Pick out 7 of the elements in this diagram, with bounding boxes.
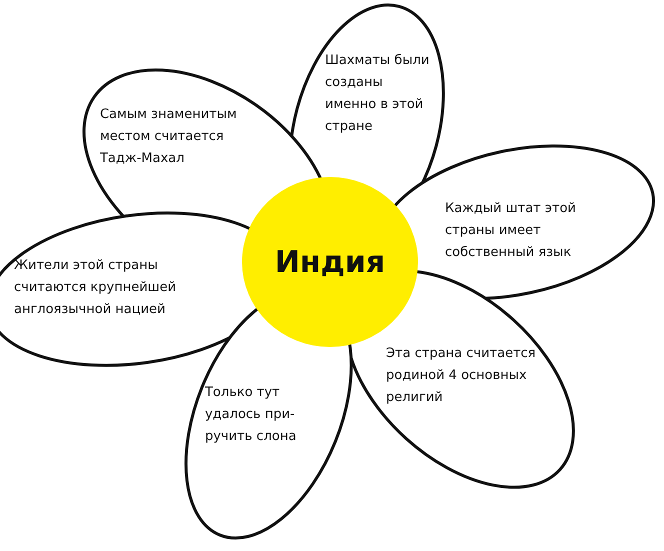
center-title: Индия [274,244,386,280]
petal-text: Самым знаменитым местом считается Тадж-Махал [100,106,238,168]
petal-text: Эта страна считается родиной 4 основных религий [386,344,537,407]
petal-text: Только тут удалось при- ручить слона [204,384,298,446]
petal-text: Жители этой страны считаются крупнейшей англоязычной нацией [14,256,178,319]
petal-text: Каждый штат этой страны имеет собственный язык [444,200,577,262]
petal-text: Шахматы были созданы именно в этой стране [325,52,430,136]
